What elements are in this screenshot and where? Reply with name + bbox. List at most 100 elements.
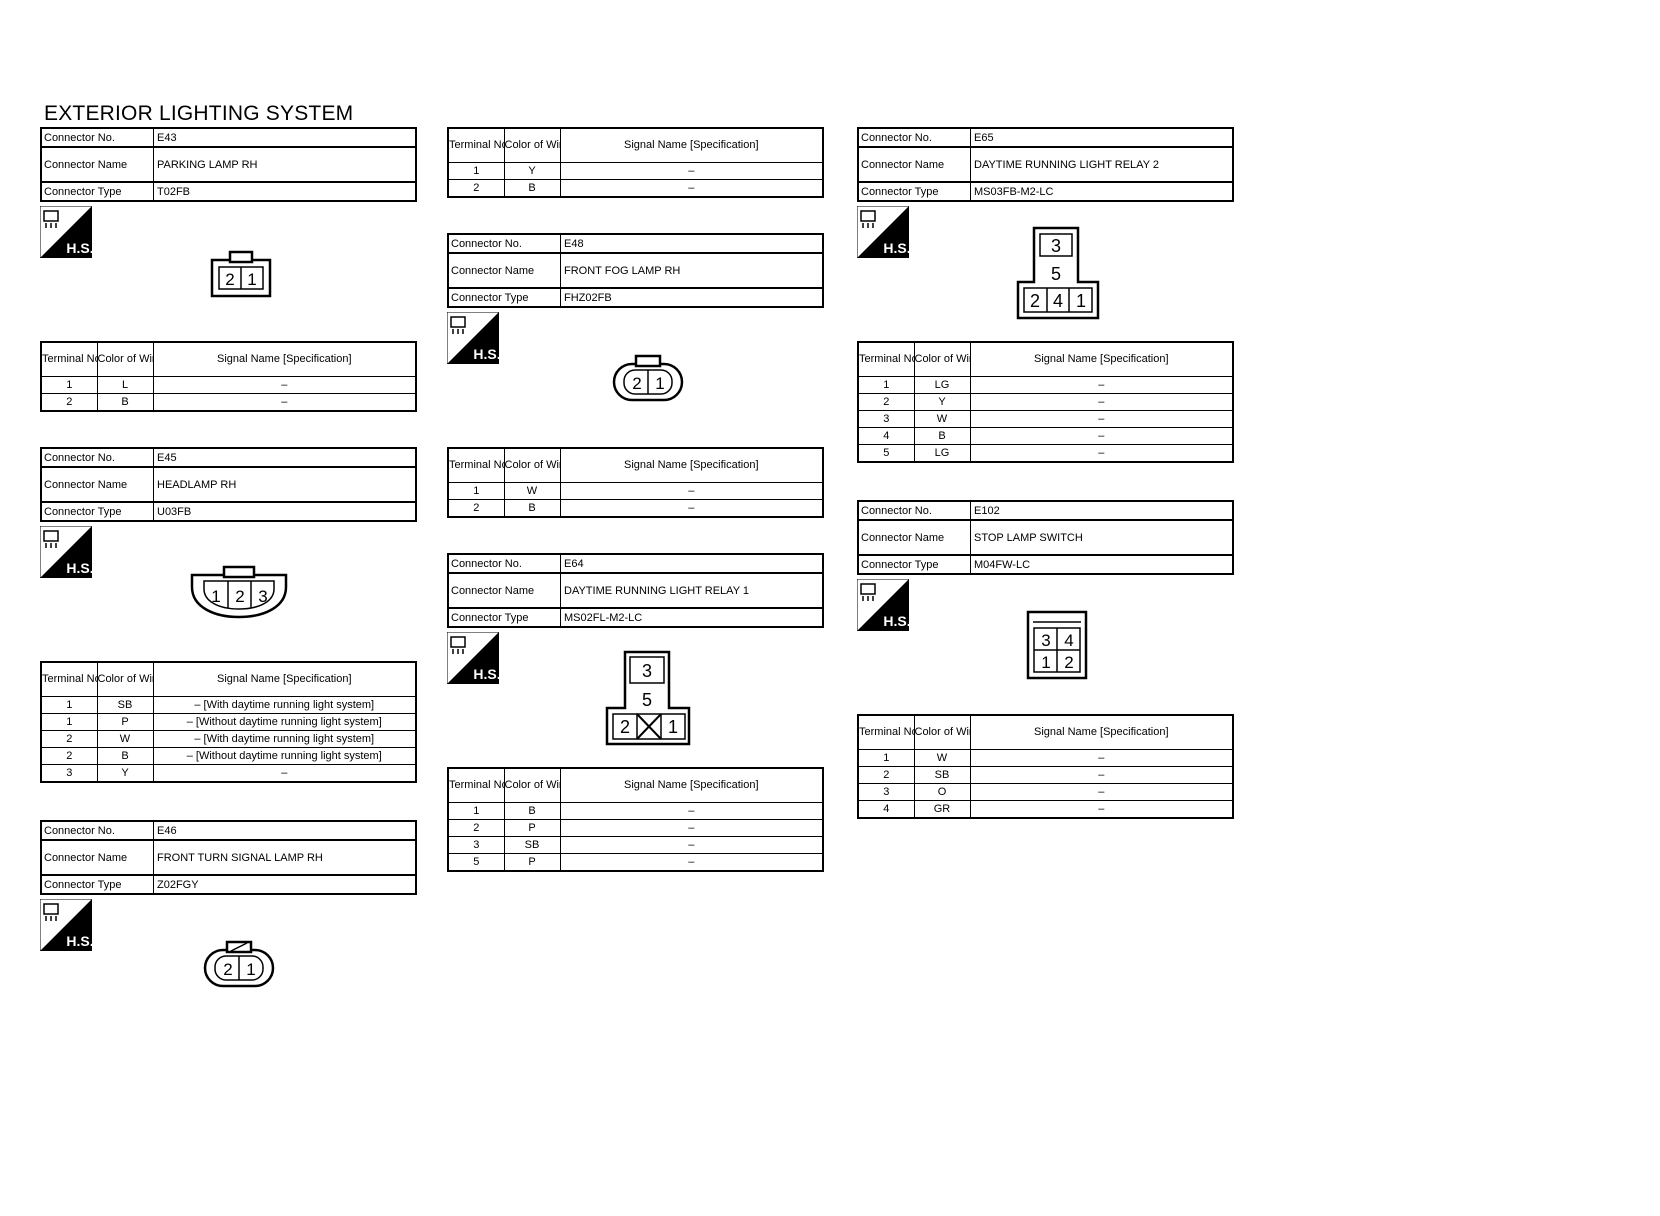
connector-name-value: DAYTIME RUNNING LIGHT RELAY 2: [974, 158, 1160, 171]
signal-name: – [With daytime running light system]: [152, 730, 417, 748]
hs-label: H.S.: [66, 933, 92, 949]
terminal-no-header: Terminal No.: [447, 127, 505, 163]
wire-color: SB: [96, 696, 154, 714]
wire-color: B: [503, 499, 561, 518]
terminal-no: 1: [447, 162, 505, 180]
connector-no-label: Connector No.: [42, 129, 154, 146]
connector-no-label: Connector No.: [449, 235, 561, 252]
connector-face-e65: 3 5 2 4 1: [1016, 226, 1100, 320]
terminal-no: 1: [857, 749, 915, 767]
signal-name: –: [969, 444, 1234, 463]
terminal-table-e46: Terminal No.Color of WireSignal Name [Sp…: [447, 127, 824, 198]
signal-name: – [Without daytime running light system]: [152, 747, 417, 765]
connector-face-e48: 2 1: [612, 354, 684, 402]
color-of-wire-header: Color of Wire: [503, 767, 561, 803]
terminal-no-header: Terminal No.: [40, 661, 98, 697]
terminal-no: 1: [40, 696, 98, 714]
hs-icon: H.S.: [40, 526, 92, 578]
terminal-no: 3: [447, 836, 505, 854]
signal-name: –: [969, 410, 1234, 428]
connector-type-value: U03FB: [157, 505, 192, 518]
connector-face-e46: 2 1: [203, 940, 275, 988]
wire-color: W: [913, 749, 971, 767]
wire-color: LG: [913, 376, 971, 394]
signal-name-header: Signal Name [Specification]: [152, 341, 417, 377]
hs-label: H.S.: [66, 240, 92, 256]
color-of-wire-header: Color of Wire: [96, 661, 154, 697]
wire-color: B: [96, 747, 154, 765]
terminal-table-e48: Terminal No.Color of WireSignal Name [Sp…: [447, 447, 824, 518]
signal-name-header: Signal Name [Specification]: [559, 767, 824, 803]
wire-color: W: [913, 410, 971, 428]
signal-name: –: [969, 427, 1234, 445]
signal-name: –: [559, 819, 824, 837]
pin-label: 1: [246, 960, 255, 979]
terminal-no: 2: [40, 747, 98, 765]
connector-face-e45: 1 2 3: [190, 565, 288, 619]
hs-icon: H.S.: [857, 579, 909, 631]
wire-color: SB: [503, 836, 561, 854]
color-of-wire-header: Color of Wire: [913, 341, 971, 377]
wire-color: L: [96, 376, 154, 394]
connector-no-value: E48: [564, 237, 584, 250]
pin-label: 2: [225, 270, 234, 289]
connector-type-label: Connector Type: [42, 876, 154, 893]
pin-label: 4: [1064, 631, 1073, 650]
terminal-no-header: Terminal No.: [857, 341, 915, 377]
signal-name: –: [969, 393, 1234, 411]
connector-type-value: MS02FL-M2-LC: [564, 611, 643, 624]
connector-name-value: PARKING LAMP RH: [157, 158, 258, 171]
connector-type-value: M04FW-LC: [974, 558, 1031, 571]
terminal-no: 2: [857, 766, 915, 784]
signal-name: –: [559, 162, 824, 180]
connector-no-label: Connector No.: [42, 449, 154, 466]
pin-label: 2: [620, 717, 630, 737]
connector-name-value: FRONT TURN SIGNAL LAMP RH: [157, 851, 323, 864]
hs-label: H.S.: [66, 560, 92, 576]
pin-label: 1: [211, 587, 220, 606]
terminal-no: 1: [40, 376, 98, 394]
terminal-no-header: Terminal No.: [40, 341, 98, 377]
terminal-no: 1: [447, 802, 505, 820]
color-of-wire-header: Color of Wire: [913, 714, 971, 750]
connector-type-value: T02FB: [157, 185, 191, 198]
signal-name-header: Signal Name [Specification]: [559, 127, 824, 163]
wire-color: O: [913, 783, 971, 801]
pin-label: 3: [258, 587, 267, 606]
wire-color: P: [96, 713, 154, 731]
connector-no-value: E45: [157, 451, 177, 464]
signal-name: – [With daytime running light system]: [152, 696, 417, 714]
signal-name: –: [152, 764, 417, 783]
connector-name-value: HEADLAMP RH: [157, 478, 237, 491]
pin-label: 2: [1064, 653, 1073, 672]
signal-name: –: [969, 766, 1234, 784]
connector-name-label: Connector Name: [859, 521, 971, 554]
pin-label: 1: [668, 717, 678, 737]
wire-color: Y: [913, 393, 971, 411]
connector-type-label: Connector Type: [859, 183, 971, 200]
wire-color: B: [913, 427, 971, 445]
terminal-table-e43: Terminal No.Color of WireSignal Name [Sp…: [40, 341, 417, 412]
terminal-no: 2: [447, 819, 505, 837]
pin-label: 2: [632, 374, 641, 393]
pin-label: 3: [642, 661, 652, 681]
wire-color: B: [503, 179, 561, 198]
wire-color: B: [96, 393, 154, 412]
signal-name: –: [559, 482, 824, 500]
connector-no-label: Connector No.: [449, 555, 561, 572]
terminal-table-e64: Terminal No.Color of WireSignal Name [Sp…: [447, 767, 824, 872]
signal-name: –: [969, 783, 1234, 801]
connector-no-label: Connector No.: [859, 502, 971, 519]
signal-name: –: [969, 376, 1234, 394]
connector-type-label: Connector Type: [859, 556, 971, 573]
